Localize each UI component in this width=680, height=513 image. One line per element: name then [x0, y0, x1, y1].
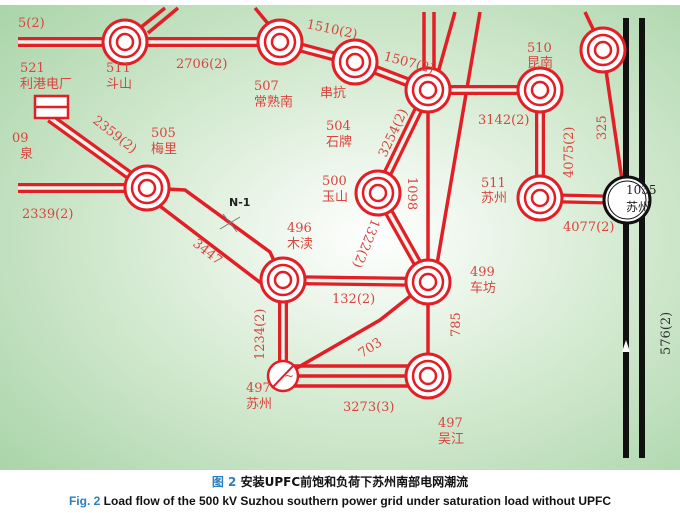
label-chuankang-name: 串抗	[320, 86, 346, 101]
edge-north-chefang	[434, 11, 482, 271]
node-id: 1035	[626, 183, 657, 197]
flow-label: 2706(2)	[176, 57, 228, 72]
caption-en: Fig. 2 Load flow of the 500 kV Suzhou so…	[0, 494, 680, 508]
label-kunnan-name: 昆南	[527, 55, 553, 71]
label-yushan-id: 500	[322, 174, 347, 189]
label-suzhou511-id: 511	[481, 176, 506, 191]
label-chefang-name: 车坊	[470, 280, 496, 296]
node-chuankang	[331, 38, 379, 86]
node-topright	[579, 26, 627, 74]
edge-meili-mudu	[150, 198, 272, 292]
figure-number-cn: 图 2	[211, 475, 237, 489]
node-chefang	[404, 258, 452, 306]
label-left-partial-name: 泉	[20, 146, 33, 162]
label-wujiang-name: 吴江	[438, 432, 464, 447]
edge-mudu-chefang	[282, 275, 429, 287]
flow-label: 4075(2)	[562, 127, 577, 179]
label-suzhou497-id: 497	[246, 381, 271, 396]
node-suzhou-1035: 1035 苏州	[602, 175, 657, 225]
flow-label: 132(2)	[332, 292, 375, 307]
label-changshunan-name: 常熟南	[254, 94, 293, 110]
edge-hub-up3	[434, 11, 457, 81]
node-kunnan	[516, 66, 564, 114]
label-mudu-id: 496	[287, 221, 312, 236]
label-shipai-id: 504	[326, 119, 351, 134]
n-1-contingency-mark	[219, 213, 241, 233]
label-kunnan-id: 510	[527, 41, 552, 56]
node-suzhou-511	[516, 174, 564, 222]
ligang-plant-symbol	[33, 94, 70, 120]
flow-label: 4077(2)	[563, 220, 615, 235]
figure-number-en: Fig. 2	[68, 494, 101, 508]
ac-symbol-icon: ~	[284, 369, 294, 383]
flow-arrow	[622, 340, 630, 352]
n-1-label: N-1	[229, 196, 250, 209]
caption-cn: 图 2 安装UPFC前饱和负荷下苏州南部电网潮流	[0, 473, 680, 490]
label-shipai-name: 石牌	[326, 134, 352, 150]
node-suzhou-497-upfc: ~	[266, 359, 300, 393]
flow-label: 3273(3)	[343, 400, 395, 415]
label-yushan-name: 玉山	[322, 190, 348, 205]
label-meili-id: 505	[151, 126, 176, 141]
label-mudu-name: 木渎	[287, 237, 313, 252]
node-yushan	[354, 169, 402, 217]
node-name: 苏州	[626, 200, 650, 214]
caption-title-en: Load flow of the 500 kV Suzhou southern …	[103, 494, 612, 508]
label-doushan-name: 斗山	[106, 77, 132, 92]
caption-title-cn: 安装UPFC前饱和负荷下苏州南部电网潮流	[240, 475, 469, 489]
flow-label: 1098	[404, 177, 419, 210]
label-suzhou511-name: 苏州	[481, 190, 507, 206]
label-changshunan-id: 507	[254, 79, 279, 94]
label-wujiang-id: 497	[438, 416, 463, 431]
flow-label: 785	[449, 312, 464, 337]
label-ligang-name: 利港电厂	[20, 77, 72, 92]
label-ligang-id: 521	[20, 61, 45, 76]
node-hub-shipai	[404, 66, 452, 114]
label-chefang-id: 499	[470, 265, 495, 280]
flow-label-boundary: 576(2)	[659, 312, 674, 355]
label-meili-name: 梅里	[151, 142, 177, 157]
background	[0, 5, 680, 470]
power-grid-diagram: 1035 苏州 ~ N-1 511 斗山 507 常熟南 串抗 504 石牌 5…	[0, 5, 680, 470]
node-wujiang	[404, 352, 452, 400]
label-doushan-id: 511	[106, 61, 131, 76]
flow-label: 1234(2)	[253, 309, 268, 361]
flow-label: 3142(2)	[478, 113, 530, 128]
node-meili	[123, 164, 171, 212]
nodes	[101, 18, 627, 400]
edge-doushan-up1	[138, 6, 167, 30]
edge-doushan-up2	[146, 6, 180, 35]
label-suzhou497-name: 苏州	[246, 396, 272, 412]
label-left-partial-id: 09	[12, 131, 29, 146]
node-mudu	[259, 256, 307, 304]
node-changshunan	[256, 18, 304, 66]
node-doushan	[101, 18, 149, 66]
flow-label: 5(2)	[18, 16, 45, 31]
flow-label: 2339(2)	[22, 207, 74, 222]
flow-label: 325	[595, 115, 610, 140]
